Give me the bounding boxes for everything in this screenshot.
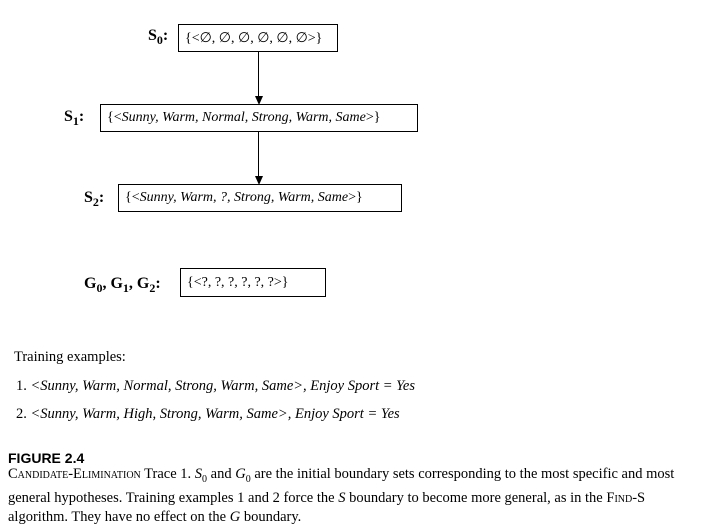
- caption-g0-sub: 0: [245, 473, 251, 485]
- example-2: 2. <Sunny, Warm, High, Strong, Warm, Sam…: [16, 406, 400, 423]
- s2-colon: :: [98, 189, 105, 206]
- s0-subscript: 0: [156, 33, 163, 47]
- s0-colon: :: [162, 27, 169, 44]
- caption-lead: Candidate-Elimination: [8, 466, 141, 482]
- arrow-s1-s2-head: [255, 176, 263, 185]
- g-set: {<?, ?, ?, ?, ?, ?>}: [187, 274, 289, 290]
- s1-close: >}: [365, 110, 381, 125]
- caption-part-4: algorithm. They have no effect on the: [8, 508, 230, 525]
- figure-caption: Candidate-Elimination Trace 1. S0 and G0…: [8, 465, 708, 527]
- s1-subscript: 1: [72, 114, 79, 128]
- caption-part-3: boundary to become more general, as in t…: [345, 489, 607, 506]
- caption-s: S: [338, 489, 346, 506]
- caption-and: and: [207, 466, 236, 482]
- g-box: {<?, ?, ?, ?, ?, ?>}: [180, 268, 326, 297]
- g0-symbol: G: [84, 275, 97, 292]
- s1-box: {<Sunny, Warm, Normal, Strong, Warm, Sam…: [100, 104, 418, 132]
- caption-part-1: Trace 1.: [140, 466, 195, 482]
- s1-colon: :: [78, 108, 85, 125]
- s2-subscript: 2: [92, 195, 99, 209]
- caption-find-s: Find-S: [606, 489, 646, 506]
- g1-subscript: 1: [122, 281, 129, 295]
- s2-body: Sunny, Warm, ?, Strong, Warm, Same: [139, 190, 349, 205]
- example-2-text: <Sunny, Warm, High, Strong, Warm, Same>,…: [30, 406, 400, 422]
- g-sep-1: ,: [102, 275, 111, 292]
- s0-box: {<∅, ∅, ∅, ∅, ∅, ∅>}: [178, 24, 338, 52]
- g-colon: :: [155, 275, 161, 292]
- s1-open: {<: [107, 110, 122, 125]
- s2-close: >}: [348, 190, 363, 205]
- s2-label: S2:: [84, 189, 104, 210]
- s0-label: S0:: [148, 27, 168, 48]
- g2-symbol: G: [136, 275, 150, 292]
- s0-set: {<∅, ∅, ∅, ∅, ∅, ∅>}: [185, 30, 323, 46]
- caption-g: G: [229, 508, 241, 525]
- g2-subscript: 2: [149, 281, 156, 295]
- g1-symbol: G: [110, 275, 123, 292]
- g-label: G0, G1, G2:: [84, 275, 161, 296]
- caption-s0: S: [194, 466, 203, 482]
- caption-part-5: boundary.: [240, 508, 302, 525]
- g0-subscript: 0: [96, 281, 103, 295]
- g-sep-2: ,: [128, 275, 137, 292]
- s1-body: Sunny, Warm, Normal, Strong, Warm, Same: [121, 110, 366, 125]
- caption-g0: G: [235, 466, 246, 482]
- figure-title: FIGURE 2.4: [8, 450, 85, 466]
- s0-symbol: S: [148, 27, 157, 44]
- s2-symbol: S: [84, 189, 93, 206]
- example-1: 1. <Sunny, Warm, Normal, Strong, Warm, S…: [16, 378, 415, 395]
- arrow-s0-s1-line: [258, 52, 260, 97]
- s2-box: {<Sunny, Warm, ?, Strong, Warm, Same>}: [118, 184, 402, 212]
- s1-label: S1:: [64, 108, 84, 129]
- caption-s0-sub: 0: [202, 473, 208, 485]
- example-1-text: <Sunny, Warm, Normal, Strong, Warm, Same…: [30, 378, 416, 394]
- s1-symbol: S: [64, 108, 73, 125]
- example-1-num: 1.: [16, 378, 27, 394]
- examples-heading: Training examples:: [14, 349, 126, 365]
- arrow-s0-s1-head: [255, 96, 263, 105]
- arrow-s1-s2-line: [258, 132, 260, 177]
- caption-part-2: are the initial boundary sets correspond…: [8, 466, 675, 506]
- example-2-num: 2.: [16, 406, 27, 422]
- s2-open: {<: [125, 190, 140, 205]
